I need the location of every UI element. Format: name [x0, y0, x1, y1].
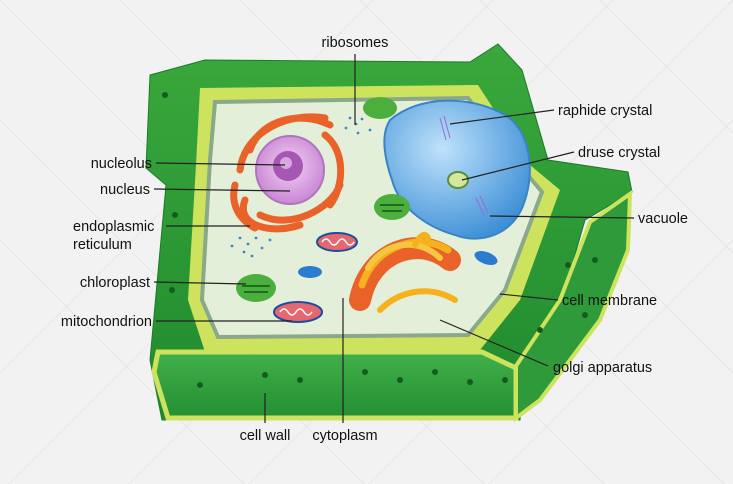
vesicle: [474, 251, 498, 265]
leader-lines: [153, 54, 635, 423]
golgi-apparatus: [349, 231, 461, 313]
label-vacuole: vacuole: [638, 211, 688, 227]
chloroplasts: [236, 97, 410, 302]
label-cell-wall: cell wall: [240, 428, 291, 444]
label-chloroplast: chloroplast: [80, 275, 150, 291]
vacuole: [383, 99, 531, 240]
label-druse-crystal: druse crystal: [578, 145, 660, 161]
endoplasmic-reticulum: [230, 113, 345, 233]
mitochondria: [273, 232, 358, 323]
label-cytoplasm: cytoplasm: [312, 428, 377, 444]
ribosomes: [230, 116, 372, 258]
label-nucleolus: nucleolus: [91, 156, 152, 172]
label-cell-membrane: cell membrane: [562, 293, 657, 309]
label-nucleus: nucleus: [100, 182, 150, 198]
label-raphide-crystal: raphide crystal: [558, 103, 652, 119]
cell-wall-right: [514, 190, 633, 422]
plasmodesmata-pits: [162, 92, 598, 388]
raphide-crystal: [439, 115, 489, 216]
druse-crystal: [447, 171, 469, 189]
vesicle: [298, 266, 322, 278]
label-golgi-apparatus: golgi apparatus: [553, 360, 652, 376]
cell-wall-front: [151, 349, 519, 421]
label-reticulum: reticulum: [73, 237, 132, 253]
label-endoplasmic: endoplasmic: [73, 219, 154, 235]
label-mitochondrion: mitochondrion: [61, 314, 152, 330]
nucleolus-highlight: [280, 157, 292, 169]
label-ribosomes: ribosomes: [322, 35, 389, 51]
